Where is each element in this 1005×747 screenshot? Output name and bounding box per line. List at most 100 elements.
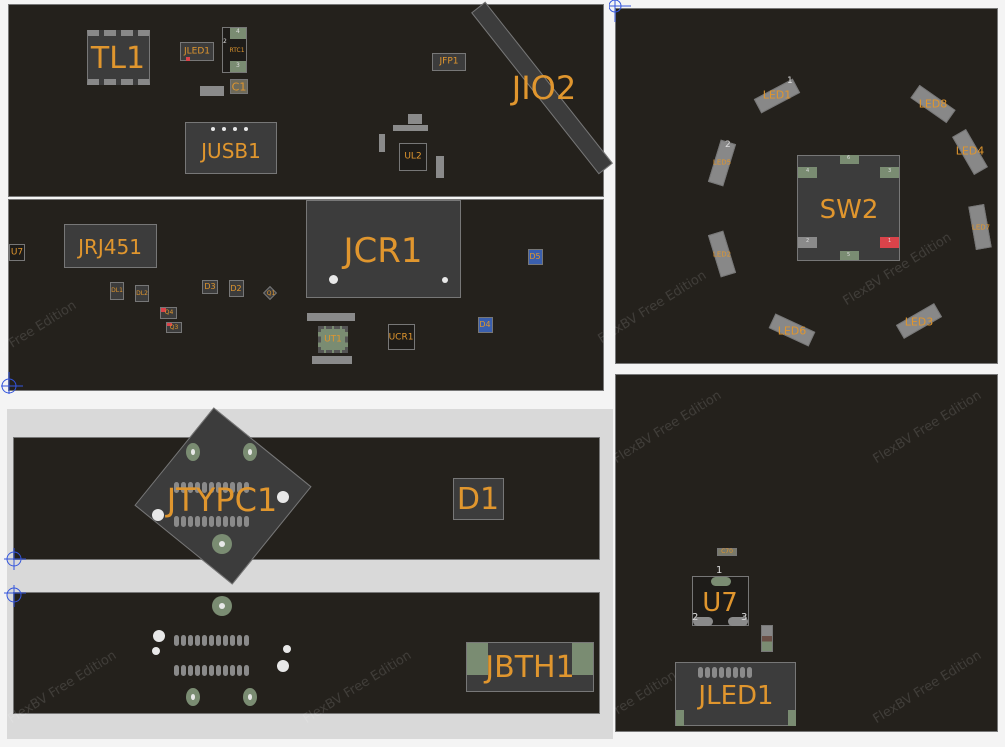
pad: [840, 155, 859, 164]
label-led2: LED2: [712, 250, 732, 259]
pin-row-top: [174, 478, 251, 497]
component-d5[interactable]: [528, 249, 543, 265]
pin-row-bottom: [174, 661, 251, 680]
pin-hole: [442, 277, 448, 283]
pad: [307, 313, 355, 321]
label-ucr1: UCR1: [388, 332, 414, 343]
component-jled1-small[interactable]: [180, 42, 214, 61]
label-d4: D4: [479, 320, 491, 329]
pin-hole: [283, 645, 291, 653]
label-jfp1: JFP1: [439, 56, 459, 67]
label-led8: LED8: [918, 97, 948, 111]
pin-hole: [211, 127, 215, 131]
pin-label: 1: [787, 76, 793, 86]
pad: [393, 125, 428, 131]
pin-label: 1: [888, 238, 892, 244]
label-d3: D3: [204, 282, 216, 291]
label-led4: LED4: [955, 144, 985, 158]
pad: [230, 61, 246, 72]
label-c70: C70: [721, 548, 733, 555]
pad: [676, 710, 684, 726]
pin-hole: [277, 660, 289, 672]
mount-hole: [212, 596, 232, 616]
component-c70[interactable]: [717, 548, 737, 556]
pin-row-bottom: [174, 512, 251, 531]
component-d2[interactable]: [229, 280, 244, 297]
label-tl1: TL1: [90, 41, 146, 76]
origin-crosshair-icon: [4, 585, 26, 607]
pin-label: 2: [692, 612, 699, 623]
pin-label: 2: [806, 238, 810, 244]
component-jusb1[interactable]: [185, 122, 277, 174]
component-d3[interactable]: [202, 280, 218, 294]
pad: [186, 57, 190, 61]
pin-hole: [244, 127, 248, 131]
mount-hole: [186, 443, 200, 461]
pin-hole: [329, 275, 338, 284]
pad: [798, 237, 817, 248]
component-u7-small[interactable]: [9, 244, 25, 261]
pad: [408, 114, 422, 124]
label-jrj451: JRJ451: [78, 235, 142, 259]
component-tl1[interactable]: [87, 30, 150, 85]
label-c1: C1: [231, 80, 247, 94]
component-dl1[interactable]: [110, 282, 124, 300]
mount-hole: [243, 443, 257, 461]
component-c1[interactable]: [230, 79, 248, 94]
pad: [436, 156, 444, 178]
pin-hole: [233, 127, 237, 131]
component-ul2[interactable]: [399, 143, 427, 171]
pad: [880, 237, 899, 248]
pad: [200, 86, 224, 96]
label-ul2: UL2: [404, 151, 422, 162]
pad: [728, 617, 748, 626]
label-ut1: UT1: [324, 334, 342, 345]
component-d1[interactable]: [453, 478, 504, 520]
pin-hole: [153, 630, 165, 642]
pin-label: 3: [888, 168, 892, 174]
origin-crosshair-icon: [1, 372, 23, 394]
origin-crosshair-icon: [4, 548, 26, 570]
label-sw2: SW2: [819, 195, 879, 225]
mount-hole: [243, 688, 257, 706]
label-led6: LED6: [777, 324, 807, 338]
component-ucr1[interactable]: [388, 324, 415, 350]
pin-label: 2: [223, 38, 227, 45]
label-jusb1: JUSB1: [201, 139, 261, 163]
pad: [798, 167, 817, 178]
pad: [467, 643, 488, 675]
pad: [161, 308, 166, 312]
component-ut1[interactable]: [318, 326, 348, 353]
pad: [379, 134, 385, 152]
label-jtypc1: JTYPC1: [166, 481, 278, 519]
pad: [572, 643, 593, 675]
pad: [312, 356, 352, 364]
component-jrj451[interactable]: [64, 224, 157, 268]
label-led1: LED1: [762, 88, 792, 102]
component-jfp1[interactable]: [432, 53, 466, 71]
label-d1: D1: [456, 482, 500, 517]
pad: [880, 167, 899, 178]
mount-hole: [186, 688, 200, 706]
origin-crosshair-icon: [609, 0, 631, 22]
pad: [693, 617, 713, 626]
label-d2: D2: [230, 284, 242, 293]
component-dl2[interactable]: [135, 285, 149, 302]
component-resistor[interactable]: [761, 625, 773, 652]
pad: [840, 251, 859, 260]
pin-row: [698, 663, 754, 682]
component-d4[interactable]: [478, 317, 493, 333]
pad: [711, 577, 731, 586]
board-panel-usbc[interactable]: [13, 437, 600, 560]
label-jled1: JLED1: [698, 681, 774, 711]
component-q3[interactable]: [166, 322, 182, 333]
pin-label: 5: [847, 252, 851, 258]
pin-row-top: [174, 631, 251, 650]
label-led3: LED3: [904, 315, 934, 329]
pad: [167, 323, 172, 326]
label-jio2: JIO2: [511, 69, 577, 107]
pin-label: 1: [716, 565, 723, 576]
label-u7-small: U7: [10, 247, 24, 258]
label-dl1: DL1: [111, 287, 123, 294]
label-q1: Q1: [266, 290, 276, 297]
